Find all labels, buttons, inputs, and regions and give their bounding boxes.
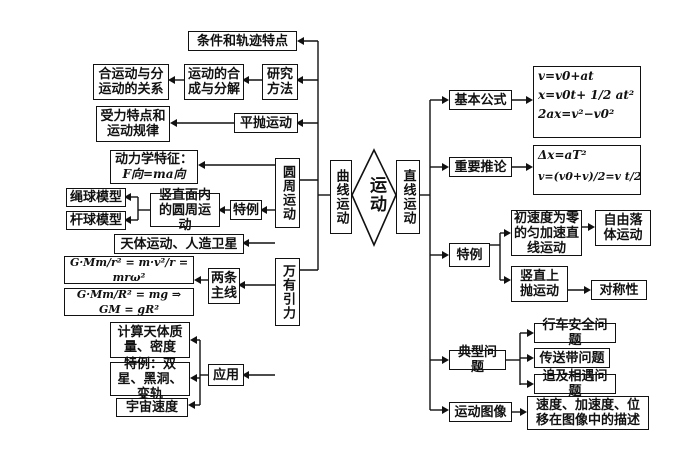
- dynamics-title: 动力学特征：: [114, 152, 193, 167]
- rod-model-box: 杆球模型: [66, 211, 126, 230]
- satellites-box: 天体运动、人造卫星: [114, 234, 244, 254]
- curve-motion-root: 曲线运动: [330, 160, 352, 234]
- dynamics-box: 动力学特征： F向=ma向: [110, 150, 198, 184]
- circular-special-box: 特例: [230, 200, 262, 220]
- rope-model-box: 绳球模型: [66, 188, 126, 207]
- gravitation-box: 万有引力: [275, 258, 300, 326]
- basic-formula-1: v=v0+at: [538, 69, 594, 83]
- application-box: 应用: [208, 364, 244, 386]
- compose-decompose-box: 运动的合成与分解: [184, 64, 244, 100]
- condition-box: 条件和轨迹特点: [188, 31, 297, 51]
- projectile-box: 平抛运动: [234, 113, 298, 133]
- relation-box: 合运动与分运动的关系: [93, 64, 169, 100]
- symmetry-box: 对称性: [591, 280, 647, 300]
- inference-formula-1: Δx=aT²: [538, 148, 587, 162]
- mass-density-box: 计算天体质量、密度: [110, 322, 190, 358]
- vertical-circle-box: 竖直面内的圆周运动: [150, 188, 220, 233]
- zero-initial-box: 初速度为零的匀加速直线运动: [511, 210, 582, 256]
- research-method-box: 研究方法: [262, 64, 298, 100]
- straight-motion-root: 直线运动: [396, 160, 420, 234]
- vertical-throw-box: 竖直上抛运动: [511, 266, 568, 302]
- circular-motion-box: 圆周运动: [275, 158, 300, 228]
- two-lines-box: 两条主线: [208, 268, 240, 304]
- basic-formula-3: 2ax=v²−v0²: [538, 107, 615, 121]
- gravitation-formula-2: G·Mm/R² = mg ⇒ GM = gR²: [64, 288, 194, 316]
- basic-formula-content: v=v0+at x=v0t+ 1/2 at² 2ax=v²−v0²: [533, 66, 641, 138]
- force-feature-box: 受力特点和运动规律: [96, 106, 170, 142]
- safety-box: 行车安全问题: [534, 318, 616, 348]
- gravitation-formula-1: G·Mm/r² = m·v²/r = mrω²: [64, 256, 194, 284]
- typical-problem-box: 典型问题: [449, 345, 506, 375]
- basic-formula-box: 基本公式: [449, 90, 512, 110]
- graph-desc-box: 速度、加速度、位移在图像中的描述: [527, 396, 649, 430]
- center-label: 运动: [366, 176, 386, 214]
- conveyor-box: 传送带问题: [534, 348, 610, 368]
- special-cases-box: 特例：双星、黑洞、变轨: [110, 357, 190, 402]
- chase-box: 追及相遇问题: [534, 369, 616, 399]
- inference-formula-2: v=(v0+v)/2=v t/2: [538, 170, 642, 183]
- inference-content: Δx=aT² v=(v0+v)/2=v t/2: [533, 145, 642, 195]
- free-fall-box: 自由落体运动: [595, 210, 651, 246]
- cosmic-speed-box: 宇宙速度: [116, 398, 188, 417]
- straight-special-box: 特例: [449, 243, 490, 267]
- basic-formula-2: x=v0t+ 1/2 at²: [538, 88, 635, 102]
- inference-box: 重要推论: [449, 157, 512, 177]
- dynamics-formula: F向=ma向: [122, 167, 186, 181]
- motion-graph-box: 运动图像: [449, 402, 512, 422]
